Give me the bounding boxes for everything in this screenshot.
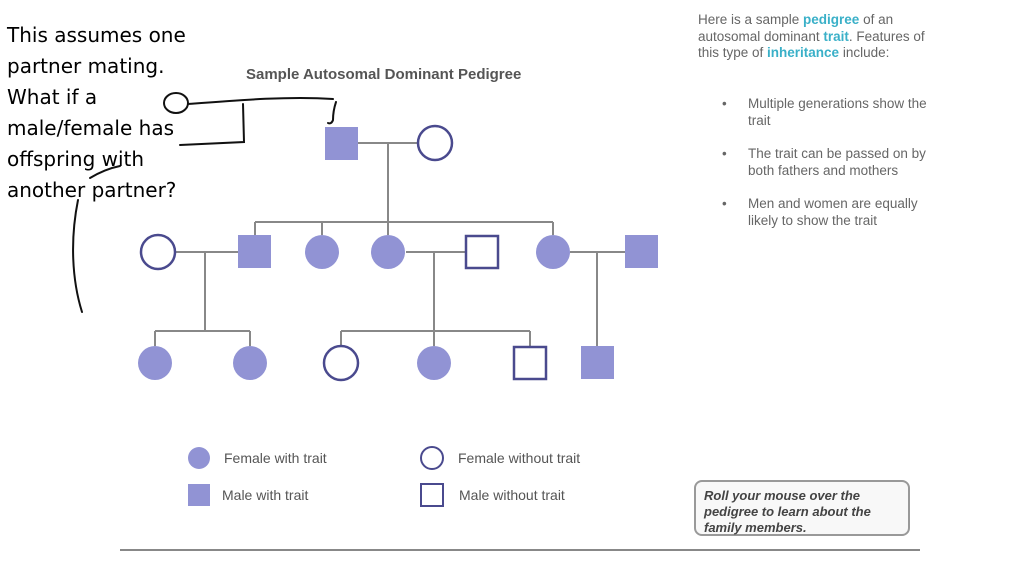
ink-tick xyxy=(327,101,337,125)
legend-female-with-trait: Female with trait xyxy=(224,450,327,466)
pedigree-lines xyxy=(154,142,625,346)
note-line-1: This assumes one xyxy=(7,23,186,47)
gen1-female-unaffected[interactable] xyxy=(416,124,454,162)
gen3-female-affected-2[interactable] xyxy=(233,346,267,380)
trait-link[interactable]: trait xyxy=(823,28,849,44)
gen3-male-affected[interactable] xyxy=(581,346,614,379)
ink-underline xyxy=(89,165,121,179)
legend-female-with-trait-icon xyxy=(188,447,210,469)
ink-long-stroke xyxy=(72,199,83,313)
gen2-spouse-male-unaffected[interactable] xyxy=(464,234,500,270)
bullet-icon: • xyxy=(722,96,727,111)
description-text: Here is a sample pedigree of an autosoma… xyxy=(698,12,928,62)
ink-line-to-male xyxy=(187,96,334,105)
desc-part-2: of an autosomal dominant xyxy=(698,12,894,44)
note-line-5: offspring with xyxy=(7,147,145,171)
legend-male-without-trait: Male without trait xyxy=(459,487,565,503)
feature-text: Men and women are equally likely to show… xyxy=(748,196,918,228)
legend-male-with-trait: Male with trait xyxy=(222,487,309,503)
gen3-male-unaffected[interactable] xyxy=(512,345,548,381)
gen2-female-affected-1[interactable] xyxy=(305,235,339,269)
handwritten-note: This assumes one partner mating. What if… xyxy=(7,20,207,206)
note-line-3: What if a xyxy=(7,85,98,109)
legend-male-with-trait-icon xyxy=(188,484,210,506)
handwritten-annotation xyxy=(72,92,337,313)
bullet-icon: • xyxy=(722,146,727,161)
gen2-female-affected-2[interactable] xyxy=(371,235,405,269)
gen2-spouse-male-affected[interactable] xyxy=(625,235,658,268)
bullet-icon: • xyxy=(722,196,727,211)
note-line-4: male/female has xyxy=(7,116,174,140)
bottom-divider xyxy=(120,549,920,551)
gen1-male-affected[interactable] xyxy=(325,127,358,160)
feature-text: Multiple generations show the trait xyxy=(748,96,927,128)
feature-list: • Multiple generations show the trait • Th… xyxy=(720,96,930,246)
inheritance-link[interactable]: inheritance xyxy=(767,45,840,60)
ink-bracket xyxy=(179,103,246,146)
pedigree-link[interactable]: pedigree xyxy=(803,12,860,27)
feature-item: • Multiple generations show the trait xyxy=(720,96,930,129)
feature-item: • The trait can be passed on by both fath… xyxy=(720,146,930,179)
note-line-6: another partner? xyxy=(7,178,177,202)
pedigree-title: Sample Autosomal Dominant Pedigree xyxy=(246,66,522,83)
legend-male-without-trait-icon xyxy=(420,483,444,507)
feature-text: The trait can be passed on by both fathe… xyxy=(748,146,926,178)
rollover-hint-box: Roll your mouse over the pedigree to lea… xyxy=(694,480,910,536)
gen3-female-affected-1[interactable] xyxy=(138,346,172,380)
gen3-female-unaffected[interactable] xyxy=(322,344,360,382)
gen2-female-affected-3[interactable] xyxy=(536,235,570,269)
desc-part-3: . Features of this type of xyxy=(698,28,925,61)
gen3-female-affected-3[interactable] xyxy=(417,346,451,380)
legend-female-without-trait: Female without trait xyxy=(458,450,581,466)
desc-part-4: include: xyxy=(839,45,890,60)
note-line-2: partner mating. xyxy=(7,54,165,78)
gen2-male-affected[interactable] xyxy=(238,235,271,268)
legend-female-without-trait-icon xyxy=(420,446,444,470)
gen2-spouse-female-unaffected[interactable] xyxy=(139,233,177,271)
feature-item: • Men and women are equally likely to sho… xyxy=(720,196,930,229)
desc-part-1: Here is a sample xyxy=(698,12,804,27)
